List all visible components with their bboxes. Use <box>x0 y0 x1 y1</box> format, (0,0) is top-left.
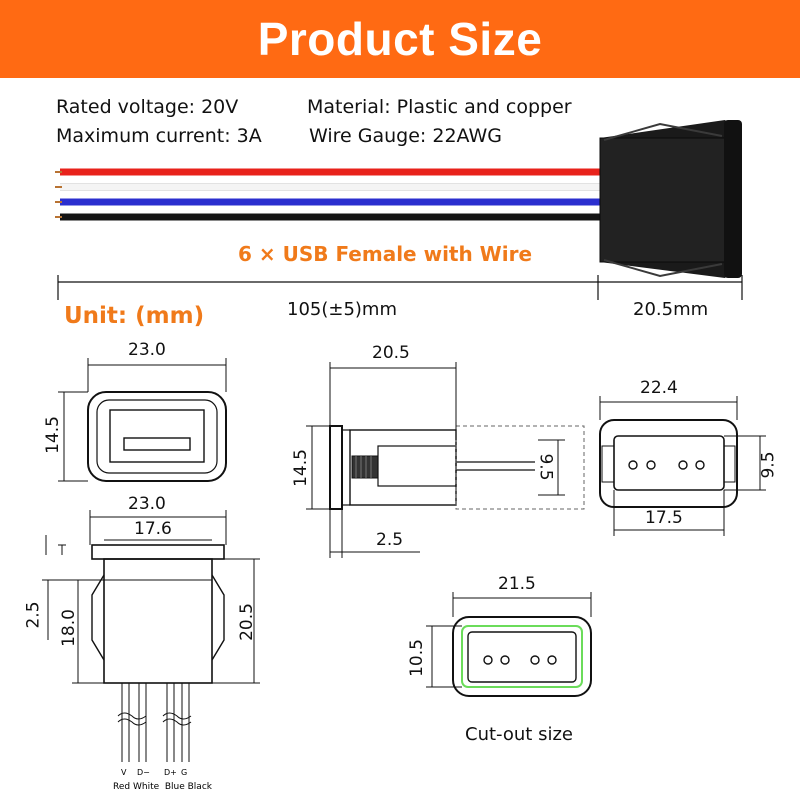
bottom-inner-width-dim: 17.6 <box>134 519 172 539</box>
product-label: 6 × USB Female with Wire <box>238 242 533 266</box>
bottom-outer-width-dim: 23.0 <box>128 494 166 514</box>
title-banner: Product Size <box>0 0 800 78</box>
side-height-dim: 14.5 <box>290 449 311 487</box>
cutout-width-dim: 21.5 <box>498 574 536 594</box>
usb-connector-housing <box>599 120 742 278</box>
spec-rated-voltage: Rated voltage: 20V <box>56 96 239 118</box>
spec-max-current: Maximum current: 3A <box>56 125 262 147</box>
rear-view <box>599 396 766 536</box>
unit-label: Unit: (mm) <box>64 303 205 329</box>
top-dimension-line <box>57 275 743 300</box>
rear-inner-width-dim: 17.5 <box>645 508 683 528</box>
side-view <box>306 362 585 558</box>
bottom-total-height-dim: 20.5 <box>236 603 257 641</box>
pin-label-dminus: D− <box>137 768 150 777</box>
spec-wire-gauge: Wire Gauge: 22AWG <box>309 125 503 147</box>
bottom-body-height-dim: 18.0 <box>58 609 79 647</box>
cutout-caption: Cut-out size <box>465 724 573 745</box>
wire-bundle <box>55 168 600 221</box>
front-view <box>58 358 227 482</box>
housing-length-dim: 20.5mm <box>633 299 709 320</box>
bottom-flange-dim: 2.5 <box>23 601 44 629</box>
spec-material: Material: Plastic and copper <box>307 96 572 118</box>
bottom-view <box>42 510 260 762</box>
side-pin-height-dim: 9.5 <box>535 453 556 481</box>
front-height-dim: 14.5 <box>42 416 63 454</box>
front-width-dim: 23.0 <box>128 340 166 360</box>
side-depth-dim: 20.5 <box>372 343 410 363</box>
cutout-height-dim: 10.5 <box>406 639 427 677</box>
rear-height-dim: 9.5 <box>758 451 779 479</box>
page-title: Product Size <box>257 13 543 65</box>
pin-leads <box>117 683 192 762</box>
wire-color-caption: Red White Blue Black <box>113 782 212 792</box>
rear-outer-width-dim: 22.4 <box>640 378 678 398</box>
side-flange-dim: 2.5 <box>376 530 404 550</box>
cable-length-dim: 105(±5)mm <box>287 299 398 320</box>
pin-label-g: G <box>181 768 188 777</box>
cutout-view <box>426 592 592 697</box>
pin-label-dplus: D+ <box>164 768 177 777</box>
pin-label-v: V <box>121 768 127 777</box>
